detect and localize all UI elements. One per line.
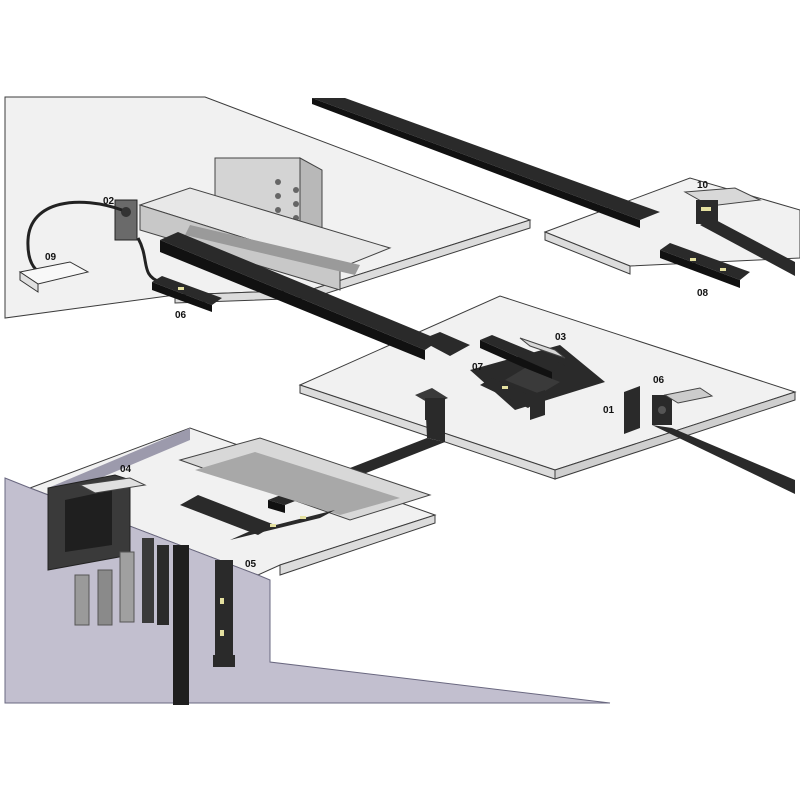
- bracket-hole: [275, 179, 281, 185]
- track-top-long-body: [312, 98, 660, 220]
- label-06-left: 06: [175, 310, 187, 321]
- wall-box-04: [47, 474, 147, 571]
- corner-connector-center: [415, 388, 448, 420]
- x-connector-07-stem: [530, 390, 545, 420]
- wall-profile: [119, 551, 135, 623]
- connector-08-body: [660, 243, 750, 280]
- label-10: 10: [697, 180, 709, 191]
- track-main-left: [160, 232, 440, 360]
- wall-profile-dark: [157, 545, 169, 625]
- feed-connector-02: [26, 199, 161, 284]
- corner-center-body: [425, 398, 445, 420]
- x-connector-07: [480, 368, 560, 420]
- connector-08-face: [660, 250, 740, 288]
- labels: 01 02 03 04 05 06 06 07 08 09 10: [45, 180, 709, 570]
- ceiling-panel-right-edge: [544, 231, 631, 275]
- corner-10-body: [696, 200, 718, 224]
- connector-06-left-face: [152, 282, 212, 312]
- connector-08-contact: [690, 258, 696, 261]
- track-top-long: [312, 98, 660, 228]
- housing-channel: [185, 225, 360, 275]
- track-center-descending-body: [420, 332, 470, 356]
- track-center-right-down-body: [652, 425, 795, 494]
- feed-box: [114, 199, 138, 241]
- track-main-left-face: [160, 240, 425, 360]
- label-03: 03: [555, 332, 567, 343]
- corner-05-contact: [300, 516, 306, 519]
- wall-profile: [97, 569, 113, 626]
- track-right-upper-body: [700, 218, 795, 276]
- track-vertical-wall-body: [173, 545, 189, 705]
- label-02: 02: [103, 196, 115, 207]
- track-vertical-wall: [173, 545, 189, 705]
- wall-box-04-plate: [78, 477, 147, 494]
- connector-08: [660, 243, 750, 288]
- corner-connector-10: [683, 187, 762, 224]
- connector-08-contact: [720, 268, 726, 271]
- label-01: 01: [603, 405, 615, 416]
- housing-profile-left: [138, 187, 392, 291]
- end-cap-01: [624, 386, 640, 434]
- label-06-center: 06: [653, 375, 665, 386]
- feed-cable: [26, 200, 123, 274]
- track-bottom-main: [180, 495, 275, 535]
- x-connector-07-arm-b: [505, 368, 560, 394]
- corner-connector-06-center: [652, 387, 714, 425]
- housing-bottom-channel: [195, 452, 400, 515]
- track-center-right-down: [652, 425, 795, 494]
- label-08: 08: [697, 288, 709, 299]
- junction-box-09-front: [19, 271, 39, 293]
- label-07: 07: [472, 362, 484, 373]
- track-right-upper: [700, 218, 795, 276]
- t-connector-03-cap: [519, 337, 566, 359]
- label-09: 09: [45, 252, 57, 263]
- corner-06-center-gland: [658, 406, 666, 414]
- bracket-hole: [275, 193, 281, 199]
- feed-box-gland: [121, 207, 131, 217]
- track-bottom-main-body: [180, 495, 275, 535]
- end-cap-01-body: [624, 386, 640, 434]
- bracket-hole: [293, 201, 299, 207]
- track-main-left-body: [160, 232, 440, 350]
- corner-05-contact: [270, 524, 276, 527]
- wall-profile-dark: [142, 538, 154, 623]
- junction-box-09: [18, 261, 90, 293]
- t-connector-03-arm-face: [480, 340, 552, 380]
- corner-05-cap: [213, 655, 235, 667]
- x-connector-07-contact: [502, 386, 508, 389]
- t-connector-03-arm: [480, 335, 565, 372]
- corner-05-contact: [220, 630, 224, 636]
- wall-profiles: [74, 538, 169, 626]
- bracket-hole: [293, 187, 299, 193]
- corner-06-center-plate: [663, 387, 714, 404]
- track-top-long-face: [312, 98, 640, 228]
- connector-06-left: [152, 276, 222, 312]
- corner-10-contact: [701, 207, 711, 211]
- corner-05-horizontal: [230, 510, 335, 540]
- corner-05-vertical: [215, 560, 233, 655]
- ceiling-panel-bottom-edge: [279, 514, 436, 576]
- label-04: 04: [120, 464, 132, 475]
- corner-connector-05: [213, 510, 335, 667]
- label-05: 05: [245, 559, 257, 570]
- bracket-hole: [275, 207, 281, 213]
- track-diagonal-face: [268, 500, 285, 513]
- housing-profile-bottom: [178, 437, 432, 521]
- t-connector-03: [480, 335, 566, 380]
- x-connector-07-arm-a: [480, 378, 540, 408]
- corner-05-contact: [220, 598, 224, 604]
- connector-06-left-body: [152, 276, 222, 305]
- feed-cable-lower: [136, 237, 161, 284]
- wall-profile: [74, 574, 90, 626]
- wall-box-04-inner: [65, 490, 112, 552]
- connector-06-left-contact: [178, 287, 184, 290]
